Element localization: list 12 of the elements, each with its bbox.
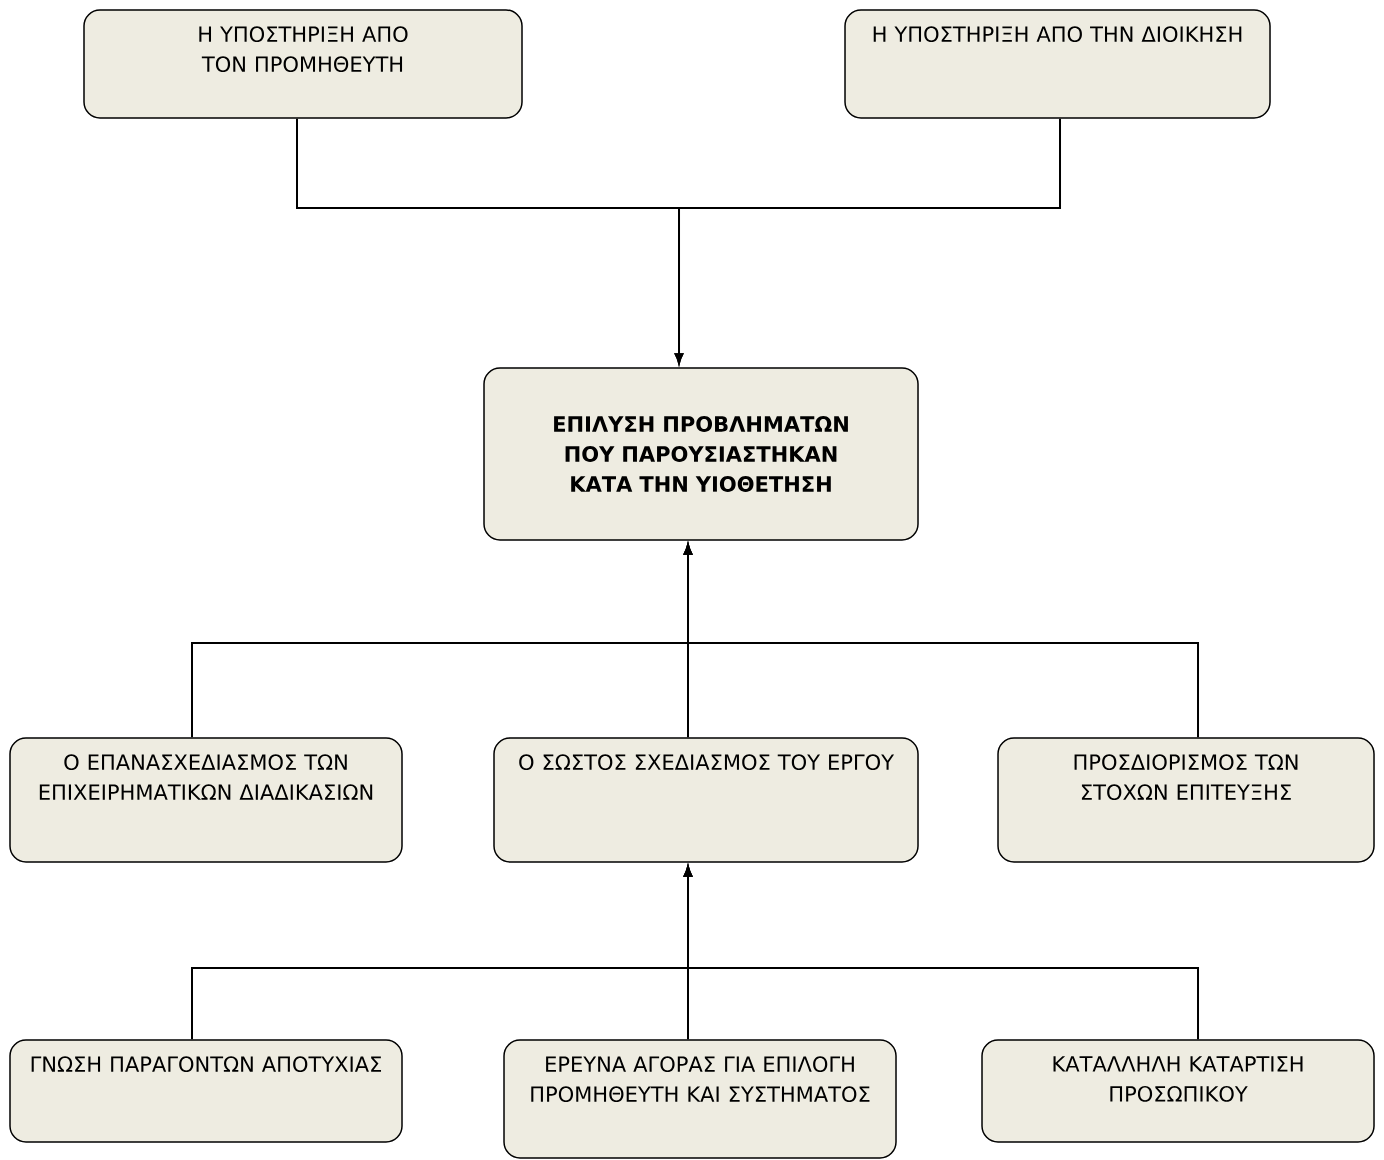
arrow — [683, 866, 1199, 1041]
process-box: ΠΡΟΣΔΙΟΡΙΣΜΟΣ ΤΩΝ ΣΤΟΧΩΝ ΕΠΙΤΕΥΞΗΣ — [997, 737, 1375, 863]
process-box: Η ΥΠΟΣΤΗΡΙΞΗ ΑΠΟ ΤΗΝ ΔΙΟΙΚΗΣΗ — [844, 9, 1271, 119]
process-box: ΚΑΤΑΛΛΗΛΗ ΚΑΤΑΡΤΙΣΗ ΠΡΟΣΩΠΙΚΟΥ — [981, 1039, 1375, 1143]
process-box: ΓΝΩΣΗ ΠΑΡΑΓΟΝΤΩΝ ΑΠΟΤΥΧΙΑΣ — [9, 1039, 403, 1143]
process-box: Ο ΣΩΣΤΟΣ ΣΧΕΔΙΑΣΜΟΣ ΤΟΥ ΕΡΓΟΥ — [493, 737, 919, 863]
arrow — [674, 117, 1061, 364]
process-box: Η ΥΠΟΣΤΗΡΙΞΗ ΑΠΟ ΤΟΝ ΠΡΟΜΗΘΕΥΤΗ — [83, 9, 523, 119]
process-box: ΕΡΕΥΝΑ ΑΓΟΡΑΣ ΓΙΑ ΕΠΙΛΟΓΗ ΠΡΟΜΗΘΕΥΤΗ ΚΑΙ ΣΥΣΤΗΜΑΤΟΣ — [503, 1039, 897, 1159]
arrow — [683, 544, 1199, 739]
process-box: ΕΠΙΛΥΣΗ ΠΡΟΒΛΗΜΑΤΩΝ ΠΟΥ ΠΑΡΟΥΣΙΑΣΤΗΚΑΝ ΚΑΤΑ ΤΗΝ ΥΙΟΘΕΤΗΣΗ — [483, 367, 919, 541]
process-box: Ο ΕΠΑΝΑΣΧΕΔΙΑΣΜΟΣ ΤΩΝ ΕΠΙΧΕΙΡΗΜΑΤΙΚΩΝ ΔΙΑΔΙΚΑΣΙΩΝ — [9, 737, 403, 863]
